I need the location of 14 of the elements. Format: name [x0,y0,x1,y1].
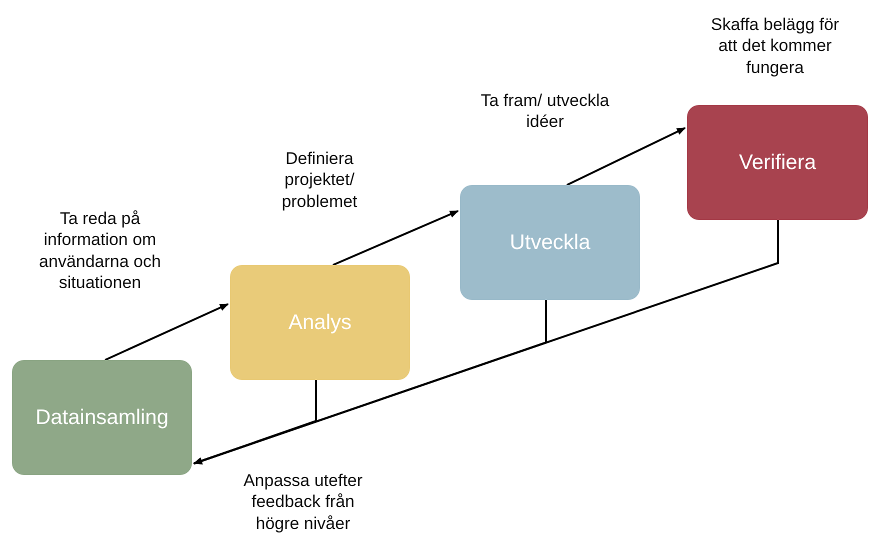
process-box: Datainsamling [12,360,192,475]
box-caption: Skaffa belägg för att det kommer fungera [710,14,840,78]
arrow [104,303,229,361]
edge-label: Ta fram/ utveckla idéer [480,90,610,132]
process-box: Verifiera [687,105,868,220]
edge-label: Definiera projektet/ problemet [280,148,358,212]
process-box: Analys [230,265,410,380]
edge-label: Ta reda på information om användarna och situationen [38,208,162,293]
arrow [193,380,318,464]
arrow [332,210,459,266]
arrow [193,300,548,464]
arrow [566,127,686,186]
process-box: Utveckla [460,185,640,300]
edge-label: Anpassa utefter feedback från högre nivåer [242,470,364,534]
